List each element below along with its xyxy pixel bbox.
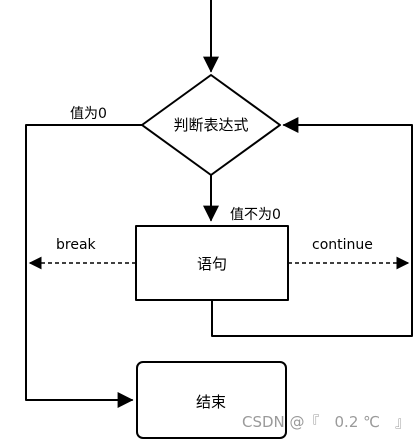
break-label: break [56, 237, 97, 253]
zero-path-arrow [25, 124, 143, 408]
zero-label: 值为0 [70, 106, 107, 122]
non-zero-label: 值不为0 [230, 207, 281, 223]
end-box [136, 361, 287, 439]
watermark: CSDN @『 0.2 ℃ 』 [242, 413, 410, 431]
statement-label: 语句 [197, 255, 227, 273]
loop-back-arrow [211, 117, 413, 337]
end-label: 结束 [196, 393, 226, 411]
decision-label: 判断表达式 [173, 116, 248, 134]
continue-label: continue [312, 237, 373, 253]
